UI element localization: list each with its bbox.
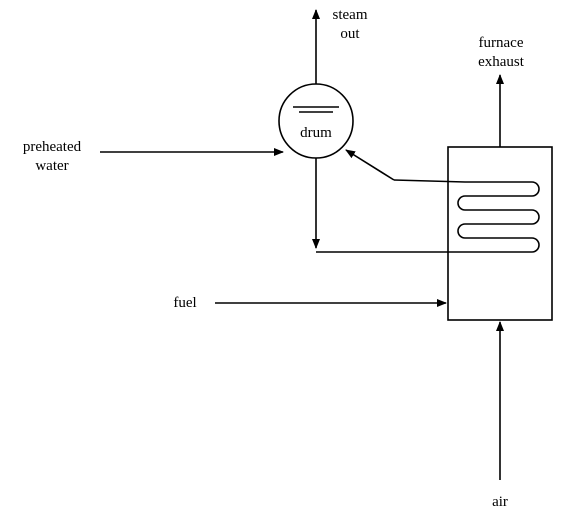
furnace-box xyxy=(447,146,553,321)
furnace-coil xyxy=(316,179,540,253)
preheated-water-label: preheated water xyxy=(22,139,82,174)
steam-out-label: steam out xyxy=(332,7,368,42)
air-label: air xyxy=(492,494,508,510)
furnace-exhaust-label: furnace exhaust xyxy=(478,35,524,70)
drum-vessel xyxy=(278,83,354,159)
fuel-label: fuel xyxy=(173,295,197,311)
drum-label: drum xyxy=(300,125,332,141)
riser-return-arrow xyxy=(345,149,395,181)
